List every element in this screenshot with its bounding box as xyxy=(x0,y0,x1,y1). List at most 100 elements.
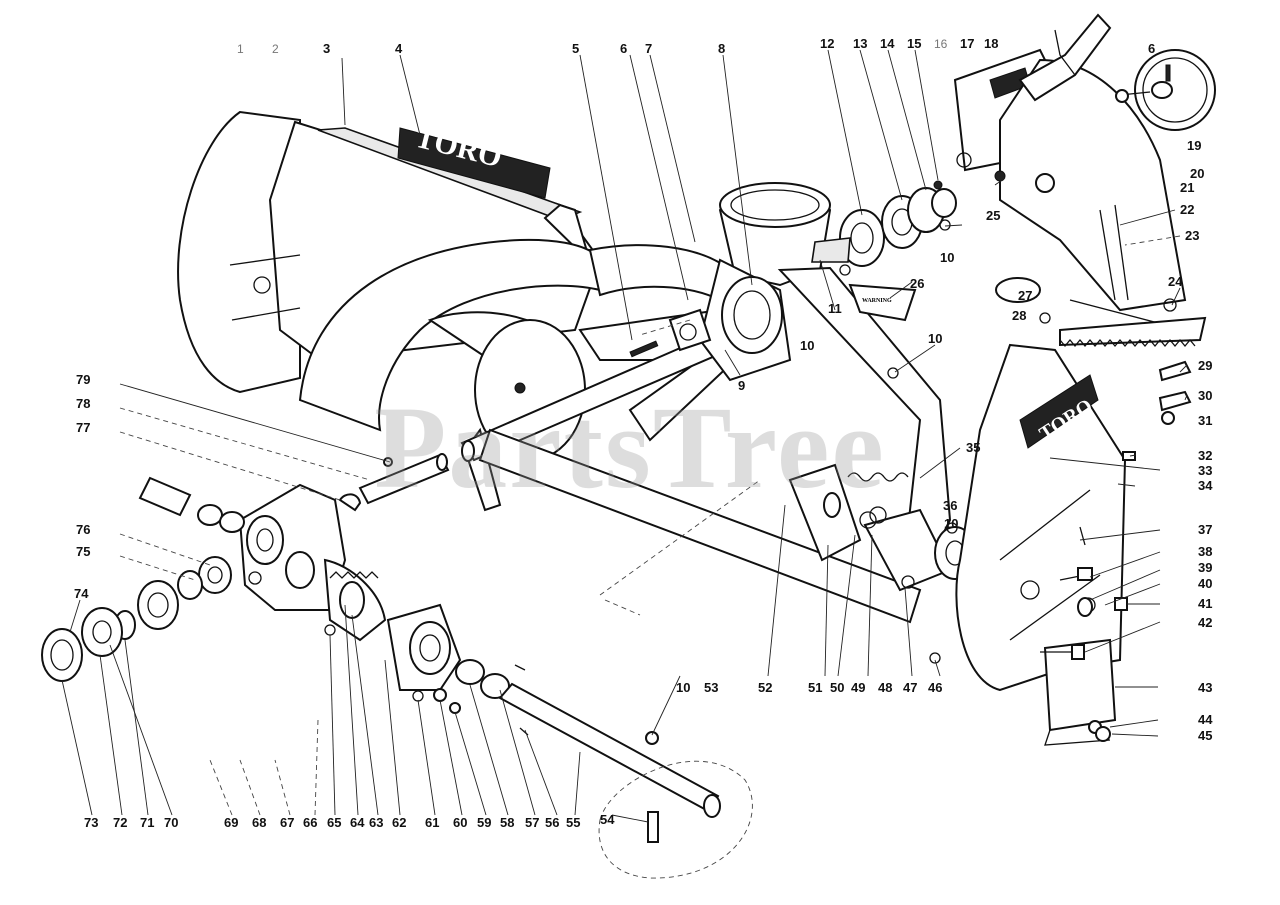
gearbox xyxy=(238,483,462,702)
frame-bracket: WARNING xyxy=(777,266,952,562)
callout-31: 31 xyxy=(1198,413,1212,428)
callout-63: 63 xyxy=(369,815,383,830)
callout-11: 11 xyxy=(828,301,842,316)
callout-79: 79 xyxy=(76,372,90,387)
callout-66: 66 xyxy=(303,815,317,830)
callout-10-a: 10 xyxy=(940,250,954,265)
callout-44: 44 xyxy=(1198,712,1213,727)
chute-pulley xyxy=(1115,49,1216,131)
callout-76: 76 xyxy=(76,522,90,537)
callout-33: 33 xyxy=(1198,463,1212,478)
callout-35: 35 xyxy=(966,440,980,455)
callout-labels: 1 2 3 4 5 6 7 8 9 10 10 10 10 10 11 12 1… xyxy=(74,36,1213,830)
callout-12: 12 xyxy=(820,36,834,51)
callout-30: 30 xyxy=(1198,388,1212,403)
callout-37: 37 xyxy=(1198,522,1212,537)
callout-28: 28 xyxy=(1012,308,1026,323)
gearbox-bearings xyxy=(41,476,262,682)
callout-10-c: 10 xyxy=(928,331,942,346)
spring xyxy=(847,472,909,482)
callout-51: 51 xyxy=(808,680,822,695)
callout-9: 9 xyxy=(738,378,745,393)
callout-77: 77 xyxy=(76,420,90,435)
callout-13: 13 xyxy=(853,36,867,51)
callout-15: 15 xyxy=(907,36,921,51)
wheel-outline xyxy=(598,760,753,879)
callout-10-e: 10 xyxy=(676,680,690,695)
callout-1: 1 xyxy=(237,42,244,56)
callout-22: 22 xyxy=(1180,202,1194,217)
callout-17: 17 xyxy=(960,36,974,51)
callout-24: 24 xyxy=(1168,274,1183,289)
callout-68: 68 xyxy=(252,815,266,830)
callout-7: 7 xyxy=(645,41,652,56)
callout-40: 40 xyxy=(1198,576,1212,591)
side-plate-hardware xyxy=(1040,451,1136,742)
callout-59: 59 xyxy=(477,815,491,830)
callout-75: 75 xyxy=(76,544,90,559)
callout-56: 56 xyxy=(545,815,559,830)
callout-47: 47 xyxy=(903,680,917,695)
callout-5: 5 xyxy=(572,41,579,56)
callout-14: 14 xyxy=(880,36,895,51)
callout-20: 20 xyxy=(1190,166,1204,181)
callout-39: 39 xyxy=(1198,560,1212,575)
callout-26: 26 xyxy=(910,276,924,291)
chute-brackets xyxy=(1158,360,1192,425)
callout-48: 48 xyxy=(878,680,892,695)
warning-decal-text: WARNING xyxy=(862,298,892,304)
callout-49: 49 xyxy=(851,680,865,695)
callout-32: 32 xyxy=(1198,448,1212,463)
callout-6: 6 xyxy=(620,41,627,56)
callout-46: 46 xyxy=(928,680,942,695)
callout-2: 2 xyxy=(272,42,279,56)
discharge-chute xyxy=(953,13,1207,348)
callout-74: 74 xyxy=(74,586,89,601)
callout-23: 23 xyxy=(1185,228,1199,243)
callout-27: 27 xyxy=(1018,288,1032,303)
callout-67: 67 xyxy=(280,815,294,830)
callout-60: 60 xyxy=(453,815,467,830)
gearbox-input-shaft xyxy=(338,453,450,512)
callout-6-chute: 6 xyxy=(1148,41,1155,56)
impeller-housing xyxy=(668,182,832,382)
callout-50: 50 xyxy=(830,680,844,695)
callout-71: 71 xyxy=(140,815,154,830)
callout-18: 18 xyxy=(984,36,998,51)
callout-78: 78 xyxy=(76,396,90,411)
callout-34: 34 xyxy=(1198,478,1213,493)
callout-41: 41 xyxy=(1198,596,1212,611)
bearing-stack xyxy=(811,180,957,276)
callout-16: 16 xyxy=(934,37,948,51)
callout-72: 72 xyxy=(113,815,127,830)
callout-54: 54 xyxy=(600,812,615,827)
callout-64: 64 xyxy=(350,815,365,830)
callout-65: 65 xyxy=(327,815,341,830)
callout-36: 36 xyxy=(943,498,957,513)
callout-62: 62 xyxy=(392,815,406,830)
callout-21: 21 xyxy=(1180,180,1194,195)
callout-10-d: 10 xyxy=(944,516,958,531)
callout-73: 73 xyxy=(84,815,98,830)
callout-69: 69 xyxy=(224,815,238,830)
side-plate: TORO xyxy=(955,343,1127,746)
callout-58: 58 xyxy=(500,815,514,830)
callout-70: 70 xyxy=(164,815,178,830)
callout-55: 55 xyxy=(566,815,580,830)
callout-19: 19 xyxy=(1187,138,1201,153)
callout-10-b: 10 xyxy=(800,338,814,353)
callout-42: 42 xyxy=(1198,615,1212,630)
output-shaft xyxy=(433,659,721,843)
leader-lines xyxy=(61,49,1188,823)
callout-8: 8 xyxy=(718,41,725,56)
bottom-rail xyxy=(478,428,976,664)
callout-3: 3 xyxy=(323,41,330,56)
callout-38: 38 xyxy=(1198,544,1212,559)
callout-53: 53 xyxy=(704,680,718,695)
callout-57: 57 xyxy=(525,815,539,830)
callout-43: 43 xyxy=(1198,680,1212,695)
callout-4: 4 xyxy=(395,41,403,56)
callout-29: 29 xyxy=(1198,358,1212,373)
